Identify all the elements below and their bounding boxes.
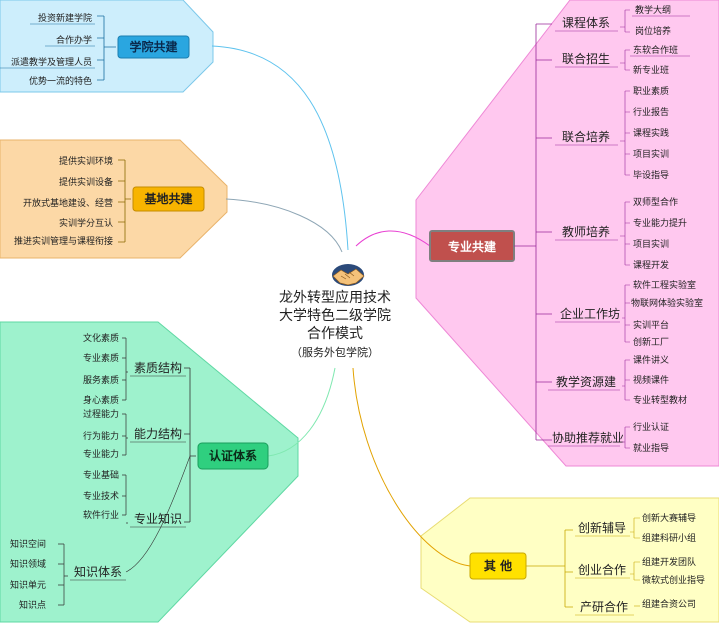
major-item: 课件讲义 xyxy=(633,354,669,366)
major-group-label: 联合招生 xyxy=(562,51,610,66)
major-group-label: 企业工作坊 xyxy=(560,306,620,321)
link-major xyxy=(355,230,431,247)
other-item: 组建合资公司 xyxy=(642,598,696,610)
cert-group-label: 专业知识 xyxy=(134,511,182,526)
handshake-icon xyxy=(332,264,365,286)
major-bracket xyxy=(514,23,552,441)
cert-hub-box[interactable] xyxy=(197,442,269,470)
college-item: 派遣教学及管理人员 xyxy=(11,56,92,68)
cert-item: 知识点 xyxy=(19,599,46,611)
major-item: 专业转型教材 xyxy=(633,394,687,406)
other-group-label: 产研合作 xyxy=(580,599,628,614)
other-item: 创新大赛辅导 xyxy=(642,512,696,524)
other-item: 组建开发团队 xyxy=(642,556,696,568)
cert-item: 专业能力 xyxy=(83,448,119,460)
cert-item: 过程能力 xyxy=(83,408,119,420)
cert-group-label: 知识体系 xyxy=(74,565,122,579)
major-item: 专业能力提升 xyxy=(633,217,687,229)
other-panel xyxy=(420,497,719,623)
major-item: 行业认证 xyxy=(633,421,669,433)
cert-item: 行为能力 xyxy=(83,430,119,442)
major-item: 双师型合作 xyxy=(633,196,678,208)
major-item: 课程开发 xyxy=(633,259,669,271)
cert-item: 知识领域 xyxy=(10,558,46,570)
college-hub-label: 学院共建 xyxy=(129,39,178,54)
cert-item: 专业技术 xyxy=(83,490,119,502)
base-item: 实训学分互认 xyxy=(59,217,113,229)
college-hub-box[interactable] xyxy=(117,35,190,59)
other-group-label: 创业合作 xyxy=(578,562,626,577)
major-item: 项目实训 xyxy=(633,238,669,250)
major-item: 毕设指导 xyxy=(633,169,669,181)
major-item: 实训平台 xyxy=(633,319,669,331)
cert-hub-label: 认证体系 xyxy=(209,448,257,463)
major-group-label: 联合培养 xyxy=(562,129,610,144)
cert-item: 身心素质 xyxy=(83,394,119,406)
college-bracket xyxy=(97,15,116,81)
center-title-line: 大学特色二级学院 xyxy=(279,307,391,324)
cert-item: 服务素质 xyxy=(83,374,119,386)
cert-group-label: 素质结构 xyxy=(134,360,182,375)
base-item: 提供实训设备 xyxy=(59,176,113,188)
base-bracket xyxy=(118,159,131,243)
major-group-label: 教师培养 xyxy=(562,224,610,239)
major-item: 创新工厂 xyxy=(633,336,669,348)
cert-item: 专业素质 xyxy=(83,352,119,364)
major-item: 行业报告 xyxy=(633,106,669,118)
base-panel xyxy=(0,139,228,259)
major-item: 视频课件 xyxy=(633,374,669,386)
base-hub-box[interactable] xyxy=(132,186,205,212)
major-panel xyxy=(415,0,719,467)
major-item: 东软合作班 xyxy=(633,44,678,56)
college-item: 投资新建学院 xyxy=(38,12,92,24)
cert-group-label: 能力结构 xyxy=(134,426,182,441)
base-item: 开放式基地建设、经营 xyxy=(23,197,113,209)
link-other xyxy=(352,367,471,567)
cert-item: 知识单元 xyxy=(10,579,46,591)
major-item: 职业素质 xyxy=(633,85,669,97)
major-item: 课程实践 xyxy=(633,127,669,139)
major-item: 项目实训 xyxy=(633,148,669,160)
cert-bracket xyxy=(184,367,196,523)
center-title-line: 合作模式 xyxy=(307,326,363,342)
base-item: 推进实训管理与课程衔接 xyxy=(14,235,113,247)
cert-panel xyxy=(0,321,299,623)
major-group-label: 协助推荐就业 xyxy=(552,430,624,445)
base-hub-label: 基地共建 xyxy=(143,191,193,206)
cert-item: 软件行业 xyxy=(83,509,119,521)
major-group-label: 课程体系 xyxy=(562,15,610,30)
major-item: 就业指导 xyxy=(633,442,669,454)
college-panel xyxy=(0,0,214,93)
center-subtitle: （服务外包学院） xyxy=(291,345,379,359)
cert-item: 文化素质 xyxy=(83,332,119,344)
center-title-line: 龙外转型应用技术 xyxy=(279,289,391,306)
major-item: 物联网体验实验室 xyxy=(631,297,703,309)
major-item: 新专业班 xyxy=(633,64,669,76)
other-group-label: 创新辅导 xyxy=(578,520,626,535)
link-cert xyxy=(267,367,336,457)
major-item: 软件工程实验室 xyxy=(633,279,696,291)
other-bracket xyxy=(526,529,573,608)
other-hub-label: 其 他 xyxy=(484,558,512,573)
cert-item: 专业基础 xyxy=(83,469,119,481)
major-hub-label: 专业共建 xyxy=(448,239,497,254)
major-item: 教学大纲 xyxy=(635,4,671,16)
college-item: 合作办学 xyxy=(56,34,92,46)
major-item: 岗位培养 xyxy=(635,25,671,37)
base-item: 提供实训环境 xyxy=(59,155,113,167)
college-item: 优势一流的特色 xyxy=(29,75,92,87)
major-group-label: 教学资源建 xyxy=(556,374,616,389)
cert-item: 知识空间 xyxy=(10,538,46,550)
other-item: 组建科研小组 xyxy=(642,532,696,544)
link-college xyxy=(211,45,349,251)
link-base xyxy=(225,198,343,253)
other-item: 微软式创业指导 xyxy=(642,574,705,586)
